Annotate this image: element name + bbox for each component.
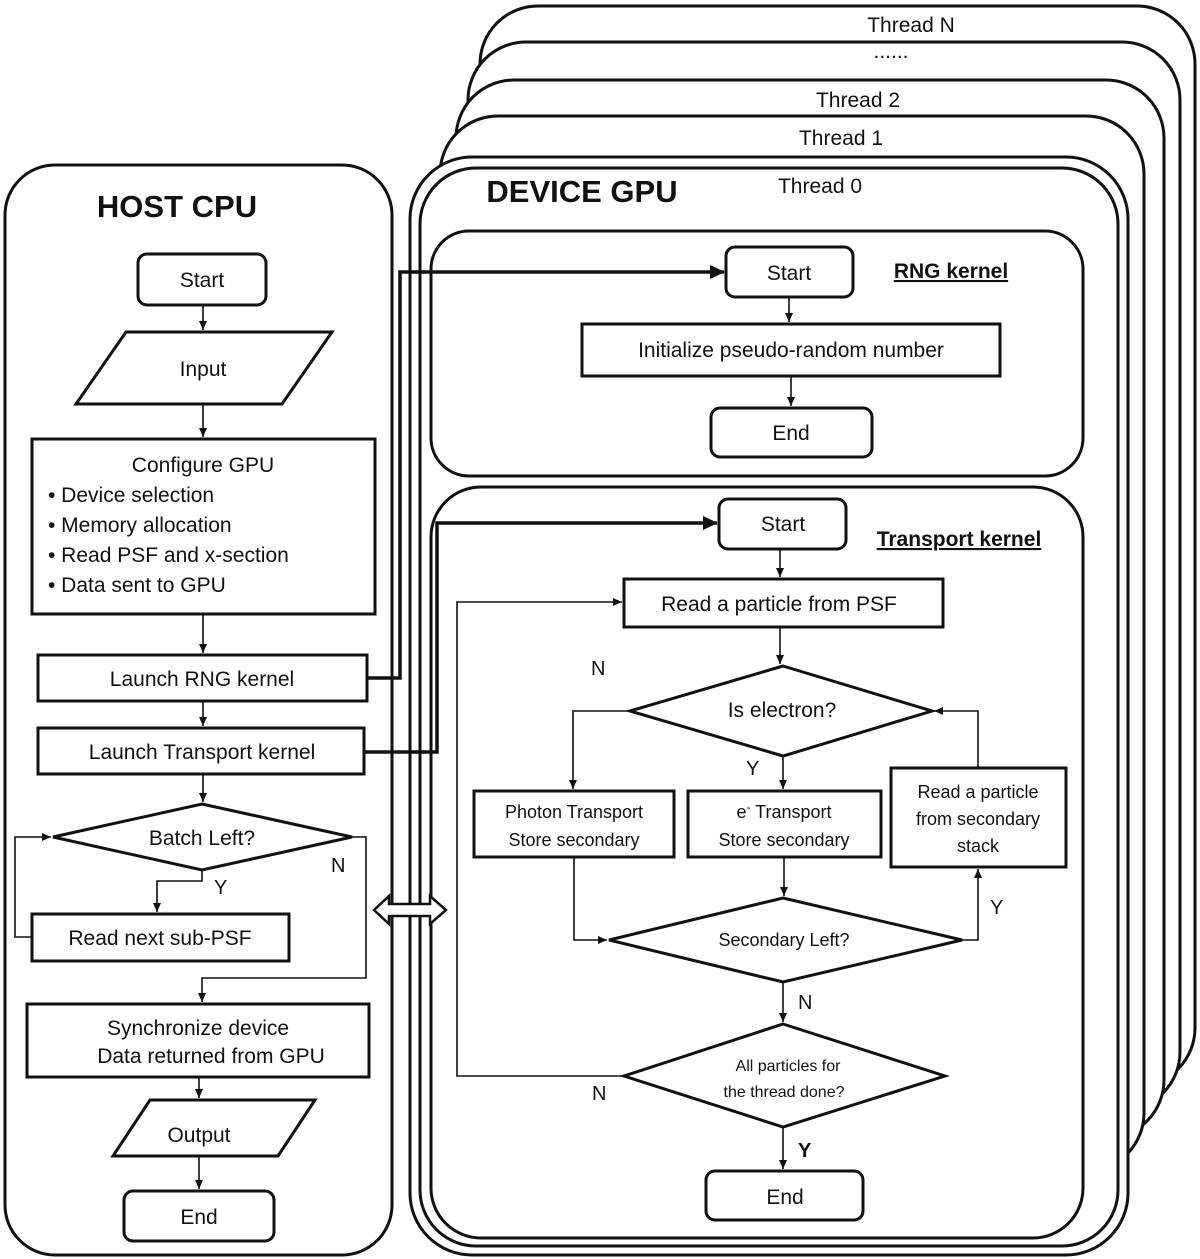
rng-kernel-label: RNG kernel (894, 260, 1008, 283)
host-input-parallelogram (73, 330, 335, 406)
transport-start-label: Start (761, 513, 806, 536)
electron-transport-line2: Store secondary (718, 830, 849, 850)
electron-transport-line1: e- Transport (736, 800, 831, 822)
configure-item-memory-allocation: • Memory allocation (48, 514, 232, 537)
thread-1-label: Thread 1 (799, 127, 883, 150)
batch-yes-label: Y (214, 877, 227, 899)
launch-transport-bus (364, 516, 718, 754)
host-end-label: End (180, 1206, 217, 1229)
arrow-electron-no (569, 710, 630, 789)
all-done-line1: All particles for (736, 1058, 842, 1075)
rng-start-label: Start (767, 262, 812, 285)
arrow-secstack-to-electron (934, 707, 979, 768)
arrow-photon-to-secondary (573, 857, 607, 944)
read-next-subpsf-label: Read next sub-PSF (68, 927, 251, 950)
transport-end-box (704, 1169, 865, 1222)
all-done-line2: the thread done? (724, 1084, 845, 1101)
host-start-label: Start (180, 269, 225, 292)
secondary-stack-box (889, 766, 1068, 869)
all-done-no-label: N (592, 1083, 606, 1105)
launch-transport-label: Launch Transport kernel (89, 741, 315, 764)
transport-kernel-label: Transport kernel (877, 528, 1042, 551)
transport-kernel-frame (429, 485, 1085, 1240)
batch-left-label: Batch Left? (149, 827, 255, 850)
arrow-batch-no (198, 836, 367, 1002)
rng-end-label: End (772, 422, 809, 445)
all-done-yes-label: Y (798, 1140, 812, 1162)
host-start-box (136, 252, 268, 307)
is-electron-no-label: N (591, 658, 605, 680)
photon-transport-line1: Photon Transport (505, 802, 643, 822)
is-electron-label: Is electron? (728, 699, 837, 722)
launch-rng-bus (367, 265, 725, 680)
secondary-stack-line3: stack (957, 836, 1000, 856)
synchronize-line1: Synchronize device (107, 1017, 289, 1040)
arrow-secondary-yes (962, 869, 982, 941)
photon-transport-line2: Store secondary (508, 830, 639, 850)
device-gpu-title-front: DEVICE GPU (486, 174, 677, 209)
photon-transport-box (472, 789, 676, 859)
read-psf-label: Read a particle from PSF (661, 593, 897, 616)
configure-gpu-box (30, 437, 377, 616)
host-end-box (122, 1189, 276, 1243)
synchronize-box (25, 1002, 371, 1079)
host-cpu-title: HOST CPU (97, 189, 257, 224)
configure-item-data-sent: • Data sent to GPU (48, 574, 226, 597)
rng-end-box (709, 406, 874, 459)
host-cpu-panel: HOST CPU Start Input Configure GPU • Dev… (3, 163, 394, 1257)
read-psf-box (622, 577, 945, 629)
secondary-left-label: Secondary Left? (718, 930, 849, 950)
secondary-stack-line2: from secondary (916, 809, 1040, 829)
secondary-left-yes-label: Y (990, 897, 1003, 919)
launch-rng-label: Launch RNG kernel (110, 668, 294, 691)
configure-item-read-psf: • Read PSF and x-section (48, 544, 289, 567)
rng-init-label: Initialize pseudo-random number (638, 339, 944, 362)
configure-gpu-title: Configure GPU (132, 454, 274, 477)
configure-item-device-selection: • Device selection (48, 484, 214, 507)
host-output-parallelogram (110, 1098, 318, 1158)
secondary-left-no-label: N (798, 992, 812, 1014)
data-transfer-double-arrow (372, 893, 448, 927)
transport-end-label: End (766, 1186, 803, 1209)
rng-kernel-panel: RNG kernel Start Initialize pseudo-rando… (429, 229, 1085, 478)
thread-0-label-front: Thread 0 (778, 175, 862, 198)
arrow-batch-yes (153, 870, 203, 912)
is-electron-yes-label: Y (746, 758, 759, 780)
secondary-stack-line1: Read a particle (917, 782, 1038, 802)
electron-transport-box (686, 789, 883, 859)
thread-2-label: Thread 2 (816, 89, 900, 112)
transport-start-box (717, 497, 848, 551)
batch-no-label: N (331, 855, 345, 877)
launch-transport-box (36, 726, 366, 776)
host-output-label: Output (167, 1124, 230, 1147)
synchronize-line2: Data returned from GPU (97, 1045, 325, 1068)
arrow-alldone-no (456, 598, 624, 1077)
arrow-loop-back-to-batch (14, 833, 51, 938)
host-input-label: Input (180, 358, 227, 381)
thread-dots-label: ...... (873, 40, 908, 63)
thread-n-label: Thread N (867, 14, 955, 37)
transport-kernel-panel: Transport kernel Start Read a particle f… (429, 485, 1085, 1240)
